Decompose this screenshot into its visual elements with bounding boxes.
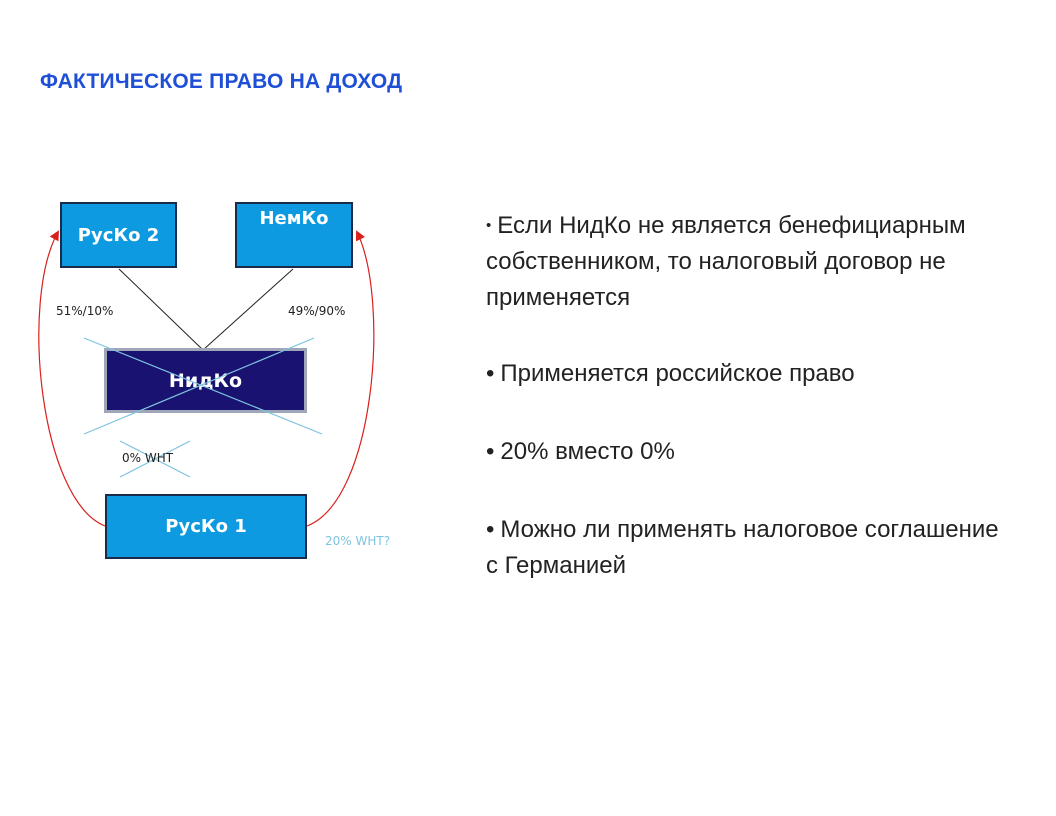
entity-box-nemco: НемКо bbox=[235, 202, 353, 268]
dividend-arrow-to-rusco2 bbox=[38, 230, 106, 527]
diagram-connectors bbox=[38, 230, 375, 527]
entity-box-rusco1: РусКо 1 bbox=[105, 494, 307, 559]
ownership-line-rusco2 bbox=[118, 268, 204, 351]
dividend-arrow-to-nemco bbox=[306, 230, 375, 527]
bullet-marker: • bbox=[486, 217, 492, 234]
bullet-item: •Применяется российское право bbox=[486, 356, 1006, 392]
page-title: ФАКТИЧЕСКОЕ ПРАВО НА ДОХОД bbox=[40, 70, 403, 93]
withholding-label-zero: 0% WHT bbox=[122, 451, 174, 465]
bullet-marker: • bbox=[486, 360, 495, 387]
share-label-rusco2: 51%/10% bbox=[56, 304, 114, 318]
bullet-item: •Можно ли применять налоговое соглашение… bbox=[486, 512, 1006, 584]
bullet-marker: • bbox=[486, 438, 495, 465]
bullet-item: •20% вместо 0% bbox=[486, 434, 1006, 470]
ownership-line-nemco bbox=[202, 268, 294, 351]
entity-box-nidco: НидКо bbox=[104, 348, 307, 413]
bullet-text: Если НидКо не является бенефициарным соб… bbox=[486, 212, 966, 311]
bullet-text: Можно ли применять налоговое соглашение … bbox=[486, 516, 999, 579]
withholding-label-question: 20% WHT? bbox=[325, 534, 391, 548]
ownership-diagram: РусКо 2 НемКо НидКо РусКо 1 51%/10% 49%/… bbox=[0, 0, 440, 620]
share-label-nemco: 49%/90% bbox=[288, 304, 346, 318]
entity-box-rusco2: РусКо 2 bbox=[60, 202, 177, 268]
bullet-item: •Если НидКо не является бенефициарным со… bbox=[486, 208, 1006, 316]
bullet-marker: • bbox=[486, 516, 495, 543]
bullet-text: Применяется российское право bbox=[500, 360, 855, 387]
bullet-text: 20% вместо 0% bbox=[500, 438, 675, 465]
